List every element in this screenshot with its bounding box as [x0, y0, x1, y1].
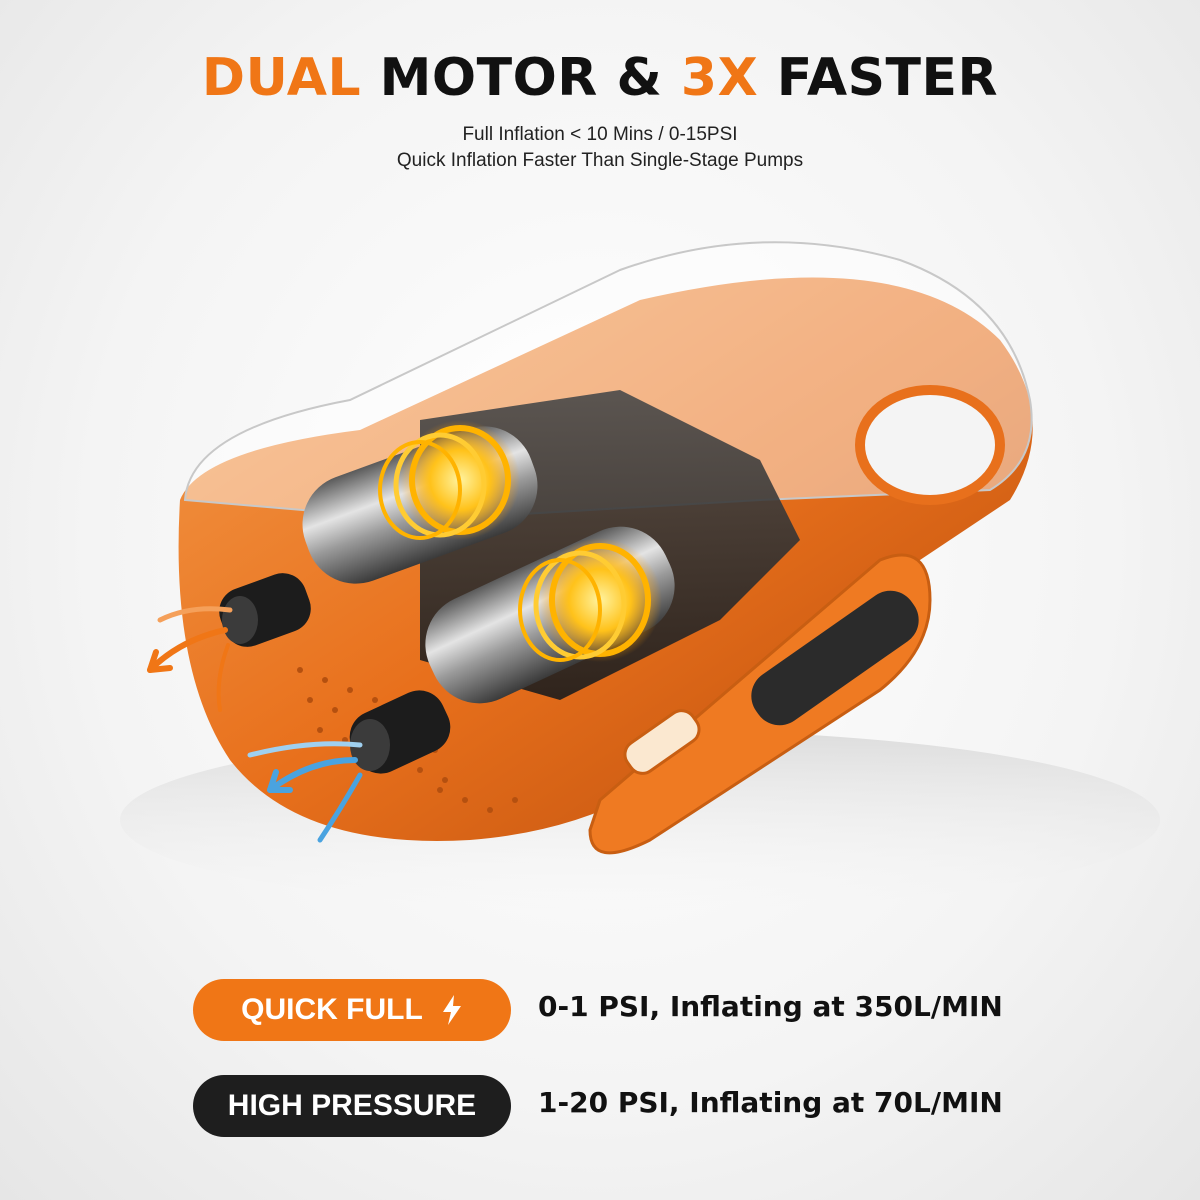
headline: DUAL MOTOR & 3X FASTER: [0, 48, 1200, 108]
nozzle-lower: [349, 690, 451, 774]
headline-dual: DUAL: [201, 48, 362, 108]
quick-full-mode-badge: QUICK FULL: [193, 979, 511, 1041]
airflow-in-icon: [247, 741, 363, 843]
lightning-bolt-icon: [442, 995, 461, 1025]
quick-full-description: 0-1 PSI, Inflating at 350L/MIN: [538, 990, 1003, 1023]
subtitle-line-2: Quick Inflation Faster Than Single-Stage…: [396, 150, 804, 171]
high-pressure-description: 1-20 PSI, Inflating at 70L/MIN: [538, 1086, 1003, 1119]
motor-1: [302, 420, 538, 584]
high-pressure-label: HIGH PRESSURE: [227, 1089, 477, 1122]
headline-faster: FASTER: [758, 48, 999, 108]
display-window: [751, 590, 919, 726]
handle-hole: [855, 385, 1005, 505]
quick-full-label: QUICK FULL: [241, 993, 423, 1026]
subtitle-line-1: Full Inflation < 10 Mins / 0-15PSI: [462, 124, 738, 145]
led-light: [623, 709, 701, 775]
pump-cutaway-illustration: [120, 241, 1160, 910]
motor-2: [425, 526, 675, 704]
headline-motor: MOTOR &: [361, 48, 681, 108]
headline-3x: 3X: [680, 48, 759, 108]
high-pressure-mode-badge: HIGH PRESSURE: [193, 1075, 511, 1137]
airflow-out-icon: [147, 606, 233, 712]
